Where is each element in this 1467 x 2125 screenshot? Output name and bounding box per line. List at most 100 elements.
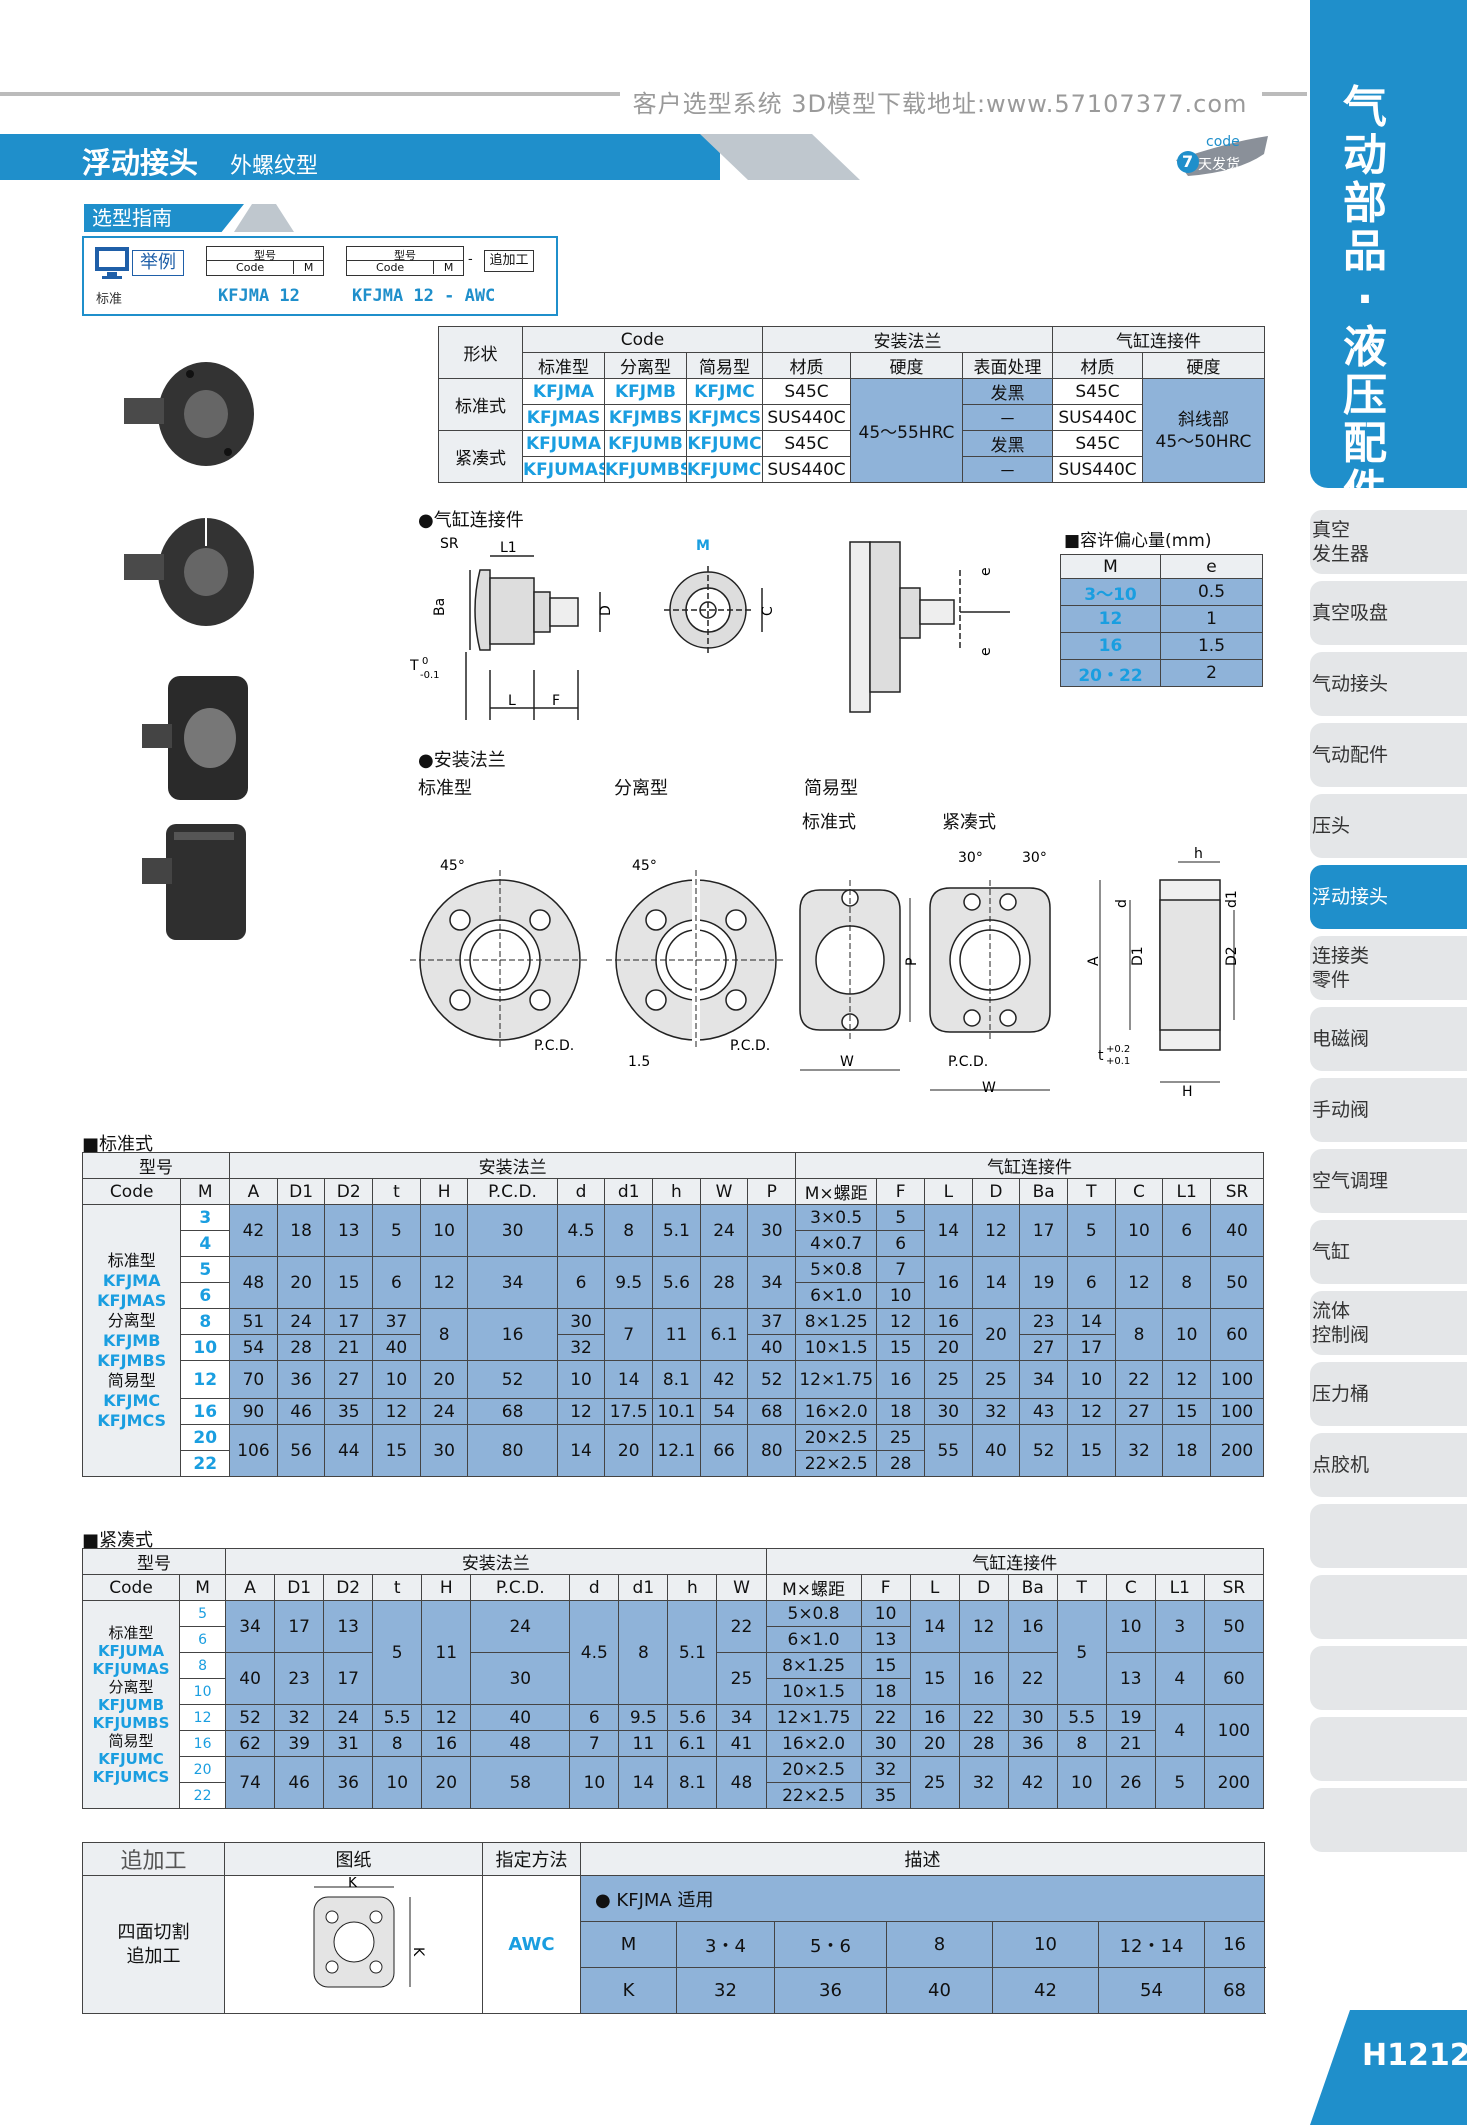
svg-text:H: H (1182, 1084, 1193, 1100)
extra-box: 追加工 (484, 250, 534, 272)
svg-text:W: W (840, 1054, 854, 1070)
sidebar-tab[interactable]: 流体 控制阀 (1310, 1291, 1467, 1355)
sidebar-title: 气动部品·液压配件 (1343, 82, 1387, 517)
svg-text:t: t (1098, 1048, 1104, 1064)
cylinder-connector-title: ●气缸连接件 (418, 510, 524, 531)
watermark-text: 客户选型系统 3D模型下载地址:www.57107377.com (620, 84, 1260, 119)
sidebar-tab[interactable]: 气缸 (1310, 1220, 1467, 1284)
svg-text:L1: L1 (500, 540, 517, 556)
flange-std-label: 标准型 (418, 778, 472, 799)
compact-table-title: ■紧凑式 (82, 1530, 154, 1551)
svg-text:L: L (508, 693, 516, 709)
svg-text:45°: 45° (632, 858, 657, 874)
svg-text:D1: D1 (1130, 946, 1146, 966)
page-number: H1212 (1310, 2010, 1467, 2125)
svg-text:D2: D2 (1224, 946, 1240, 966)
std-table-title: ■标准式 (82, 1134, 154, 1155)
sidebar-tab[interactable] (1310, 1717, 1467, 1781)
svg-text:P.C.D.: P.C.D. (948, 1054, 988, 1070)
svg-text:C: C (760, 606, 776, 616)
sidebar-tab[interactable]: 真空吸盘 (1310, 581, 1467, 645)
svg-text:h: h (1194, 846, 1203, 862)
svg-text:P.C.D.: P.C.D. (730, 1038, 770, 1054)
svg-text:d1: d1 (1224, 890, 1240, 908)
selection-guide-tab: 选型指南 (84, 204, 294, 232)
svg-text:A: A (1086, 956, 1102, 966)
svg-text:1.5: 1.5 (628, 1054, 650, 1070)
product-image-simple-std (142, 676, 248, 800)
flange-simple-label: 简易型 (804, 778, 858, 799)
category-sidebar: 气动部品·液压配件 真空 发生器真空吸盘气动接头气动配件压头浮动接头连接类 零件… (1310, 0, 1467, 2125)
page-subtitle: 外螺纹型 (230, 154, 319, 179)
sidebar-tab[interactable]: 点胶机 (1310, 1433, 1467, 1497)
sidebar-tab[interactable]: 浮动接头 (1310, 865, 1467, 929)
example-code-2: KFJMA 12 - AWC (352, 286, 496, 306)
badge-text: 天发货 (1198, 157, 1240, 173)
svg-text:T: T (410, 658, 419, 674)
badge-days: 7 (1182, 152, 1194, 171)
flange-drawings: 45° 45° 30° 30° P.C.D. P.C.D. P.C.D. 1.5… (410, 846, 1240, 1100)
svg-text:F: F (552, 693, 560, 709)
svg-text:D: D (598, 605, 614, 616)
sidebar-tab[interactable] (1310, 1788, 1467, 1852)
sidebar-tab[interactable]: 手动阀 (1310, 1078, 1467, 1142)
std-label: 标准 (96, 292, 123, 307)
sidebar-tab[interactable]: 电磁阀 (1310, 1007, 1467, 1071)
page-title: 浮动接头 (82, 146, 199, 180)
svg-text:45°: 45° (440, 858, 465, 874)
flange-title: ●安装法兰 (418, 750, 506, 771)
sidebar-tab[interactable]: 真空 发生器 (1310, 510, 1467, 574)
svg-text:e: e (978, 567, 994, 576)
watermark: 客户选型系统 3D模型下载地址:www.57107377.com (0, 84, 1307, 119)
flange-stdform-label: 标准式 (802, 812, 856, 833)
sidebar-tab[interactable]: 空气调理 (1310, 1149, 1467, 1213)
sidebar-tab[interactable]: 连接类 零件 (1310, 936, 1467, 1000)
product-image-standard (124, 362, 254, 466)
svg-text:K: K (410, 1947, 426, 1957)
flange-compact-label: 紧凑式 (942, 812, 996, 833)
monitor-icon (95, 247, 129, 279)
svg-text:+0.1: +0.1 (1106, 1056, 1130, 1067)
svg-text:-0.1: -0.1 (420, 670, 440, 681)
sidebar-tab[interactable]: 压力桶 (1310, 1362, 1467, 1426)
svg-text:0: 0 (422, 656, 428, 667)
badge-code: code (1206, 134, 1240, 150)
product-image-split (124, 518, 254, 626)
sidebar-tab[interactable]: 压头 (1310, 794, 1467, 858)
svg-text:P: P (904, 958, 920, 966)
product-image-simple-compact (142, 824, 246, 940)
svg-text:SR: SR (440, 536, 459, 552)
svg-text:e: e (978, 647, 994, 656)
sidebar-tab[interactable]: 气动接头 (1310, 652, 1467, 716)
cylinder-connector-drawing: SR L1 M Ba D C T 0 -0.1 L F e e (410, 536, 1010, 720)
svg-text:Ba: Ba (432, 598, 448, 616)
example-code-1: KFJMA 12 (218, 286, 300, 306)
svg-text:30°: 30° (958, 850, 983, 866)
flange-sep-label: 分离型 (614, 778, 668, 799)
sidebar-tab[interactable] (1310, 1646, 1467, 1710)
sidebar-tab[interactable]: 气动配件 (1310, 723, 1467, 787)
sidebar-header: 气动部品·液压配件 (1310, 0, 1467, 516)
svg-text:W: W (982, 1080, 996, 1096)
svg-text:M: M (696, 538, 710, 554)
svg-text:d: d (1114, 899, 1130, 908)
example-label: 举例 (132, 250, 184, 276)
sidebar-tab[interactable] (1310, 1575, 1467, 1639)
svg-text:K: K (348, 1877, 358, 1891)
sidebar-tab[interactable] (1310, 1504, 1467, 1568)
svg-text:30°: 30° (1022, 850, 1047, 866)
svg-text:+0.2: +0.2 (1106, 1044, 1130, 1055)
svg-text:P.C.D.: P.C.D. (534, 1038, 574, 1054)
title-banner: 浮动接头 外螺纹型 (0, 134, 860, 180)
tolerance-title: ■容许偏心量(mm) (1064, 531, 1212, 551)
